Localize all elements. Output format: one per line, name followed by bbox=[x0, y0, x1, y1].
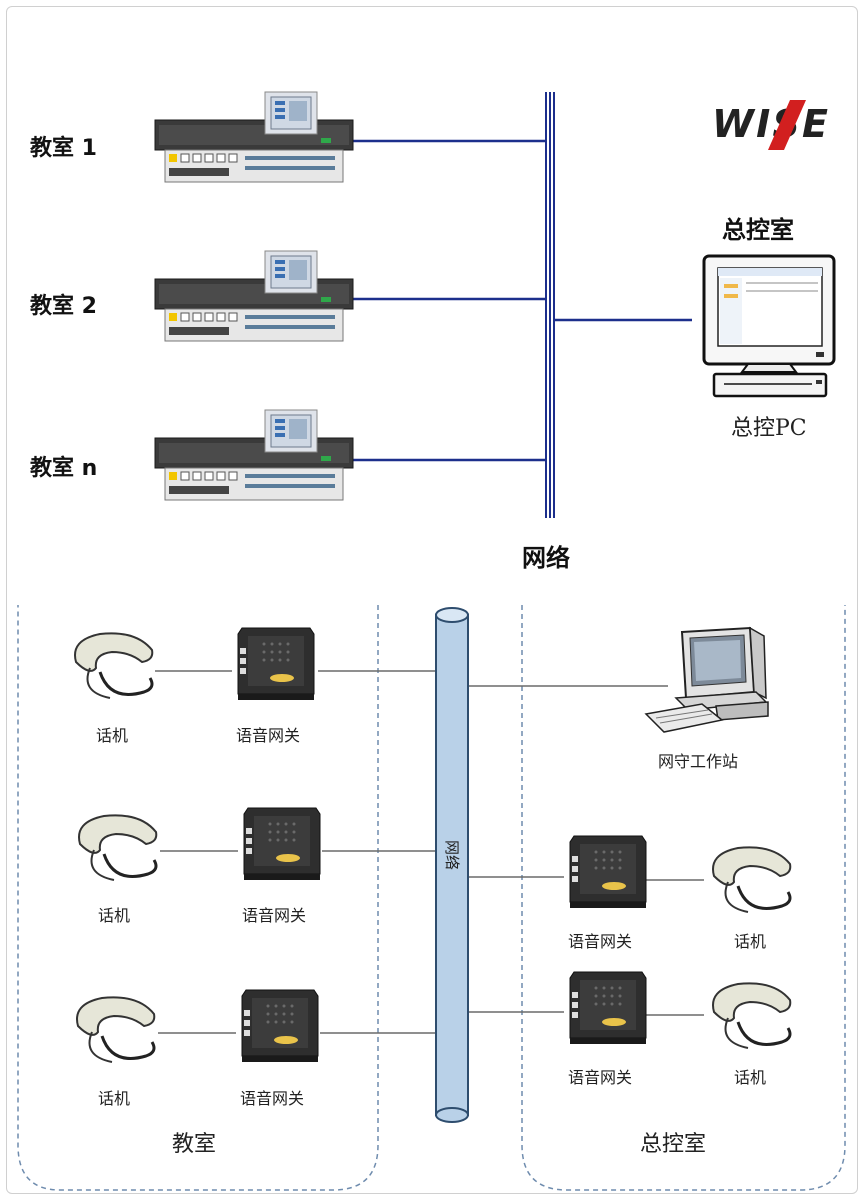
control-room-region-label: 总控室 bbox=[640, 1132, 707, 1157]
rack-device-2 bbox=[154, 250, 354, 342]
control-room-region-border bbox=[521, 605, 846, 1191]
gateway-label: 语音网关 bbox=[240, 1089, 305, 1108]
voice-gateway-icon bbox=[237, 627, 315, 700]
telephone-icon bbox=[78, 814, 158, 881]
gateway-label: 语音网关 bbox=[242, 906, 307, 925]
rack-device-n bbox=[154, 409, 354, 501]
network-label: 网络 bbox=[522, 544, 570, 572]
network-pipe-label: 网络 bbox=[443, 840, 461, 870]
classroom-region-border bbox=[17, 605, 379, 1191]
wise-logo: WISE bbox=[712, 100, 828, 150]
classroom-region-label: 教室 bbox=[172, 1132, 217, 1157]
telephone-icon bbox=[74, 632, 154, 699]
gateway-label: 语音网关 bbox=[236, 726, 301, 745]
control-pc-label: 总控PC bbox=[731, 416, 807, 441]
control-room-title: 总控室 bbox=[722, 216, 794, 244]
control-pc-icon bbox=[702, 254, 836, 398]
phone-label: 话机 bbox=[96, 726, 129, 745]
network-bus bbox=[545, 92, 555, 518]
classroom-label-2: 教室 2 bbox=[30, 294, 97, 319]
workstation-computer-icon bbox=[644, 626, 769, 733]
workstation-label: 网守工作站 bbox=[658, 752, 739, 771]
voice-gateway-icon bbox=[569, 971, 647, 1044]
phone-label: 话机 bbox=[734, 1068, 767, 1087]
svg-text:WISE: WISE bbox=[712, 102, 828, 146]
gateway-label: 语音网关 bbox=[568, 1068, 633, 1087]
voice-gateway-icon bbox=[243, 807, 321, 880]
telephone-icon bbox=[712, 982, 792, 1049]
phone-label: 话机 bbox=[734, 932, 767, 951]
voice-gateway-icon bbox=[241, 989, 319, 1062]
phone-label: 话机 bbox=[98, 1089, 131, 1108]
voice-gateway-icon bbox=[569, 835, 647, 908]
phone-label: 话机 bbox=[98, 906, 131, 925]
network-pipe bbox=[435, 607, 469, 1123]
classroom-label-1: 教室 1 bbox=[30, 136, 97, 161]
bottom-links bbox=[155, 670, 704, 1034]
classroom-label-n: 教室 n bbox=[30, 456, 98, 481]
rack-device-1 bbox=[154, 91, 354, 183]
gateway-label: 语音网关 bbox=[568, 932, 633, 951]
telephone-icon bbox=[712, 846, 792, 913]
telephone-icon bbox=[76, 996, 156, 1063]
